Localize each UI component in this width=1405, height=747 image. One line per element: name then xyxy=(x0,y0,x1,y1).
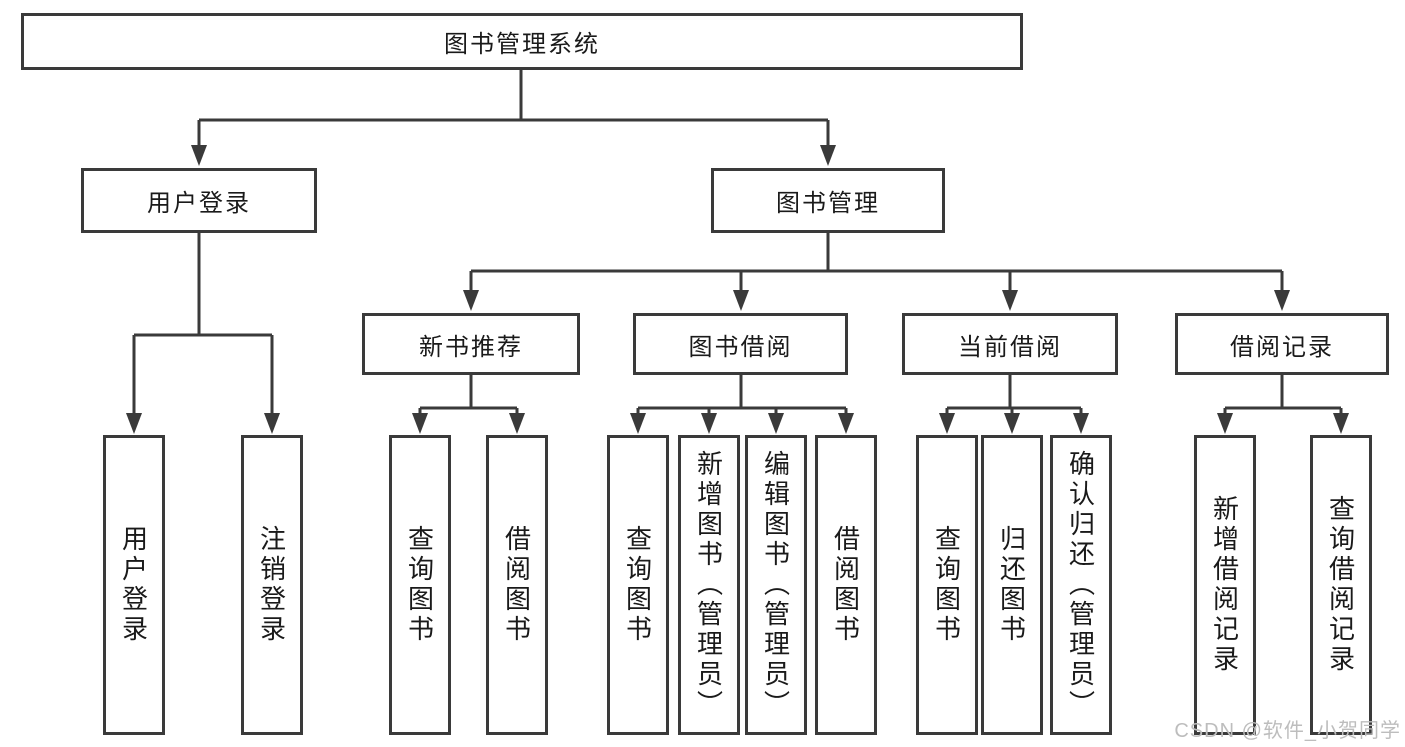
leaf-current-confirm-return-admin: 确认归还（管理员） xyxy=(1050,435,1112,735)
leaf-current-return-books: 归还图书 xyxy=(981,435,1043,735)
csdn-watermark: CSDN @软件_小贺同学 xyxy=(1174,720,1401,742)
leaf-recommend-borrow-books: 借阅图书 xyxy=(486,435,548,735)
node-borrow-records: 借阅记录 xyxy=(1175,313,1389,375)
leaf-borrow-query-books: 查询图书 xyxy=(607,435,669,735)
leaf-borrow-edit-books-admin: 编辑图书（管理员） xyxy=(745,435,807,735)
node-book-borrow: 图书借阅 xyxy=(633,313,848,375)
leaf-logout: 注销登录 xyxy=(241,435,303,735)
leaf-records-query-record: 查询借阅记录 xyxy=(1310,435,1372,735)
leaf-borrow-add-books-admin: 新增图书（管理员） xyxy=(678,435,740,735)
leaf-records-add-record: 新增借阅记录 xyxy=(1194,435,1256,735)
node-book-management: 图书管理 xyxy=(711,168,945,233)
leaf-recommend-query-books: 查询图书 xyxy=(389,435,451,735)
leaf-borrow-borrow-books: 借阅图书 xyxy=(815,435,877,735)
connector-paths xyxy=(132,69,1343,414)
arrowheads xyxy=(126,145,1349,434)
node-new-book-recommend: 新书推荐 xyxy=(362,313,580,375)
node-root: 图书管理系统 xyxy=(21,13,1023,70)
leaf-current-query-books: 查询图书 xyxy=(916,435,978,735)
node-user-login: 用户登录 xyxy=(81,168,317,233)
node-current-borrow: 当前借阅 xyxy=(902,313,1118,375)
leaf-user-login: 用户登录 xyxy=(103,435,165,735)
